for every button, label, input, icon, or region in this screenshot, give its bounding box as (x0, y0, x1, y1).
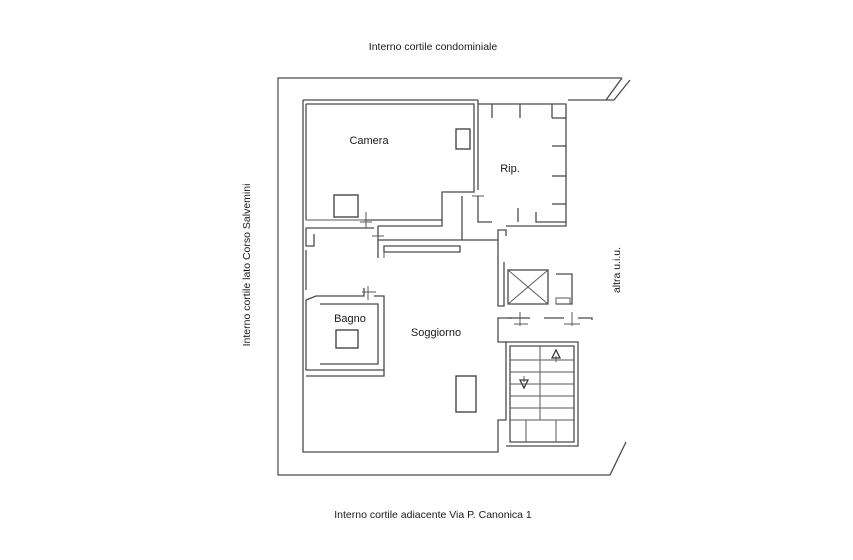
room-label-ripostiglio: Rip. (500, 163, 520, 175)
room-label-bagno: Bagno (334, 313, 366, 325)
label-right-unit: altra u.i.u. (611, 247, 623, 293)
room-label-camera: Camera (349, 135, 389, 147)
room-soggiorno: Soggiorno (306, 327, 477, 413)
bagno-fixture (335, 329, 359, 349)
camera-bed (333, 194, 359, 218)
room-camera: Camera (306, 128, 471, 228)
soggiorno-table (455, 375, 477, 413)
label-bottom-courtyard: Interno cortile adiacente Via P. Canonic… (334, 509, 532, 521)
room-bagno: Bagno (305, 286, 385, 371)
camera-fixture-top (455, 128, 471, 150)
label-top-courtyard: Interno cortile condominiale (369, 41, 498, 53)
room-label-soggiorno: Soggiorno (411, 327, 461, 339)
staircase (506, 312, 593, 447)
left-wall-band (305, 227, 374, 290)
label-left-courtyard: Interno cortile lato Corso Salvemini (241, 184, 253, 347)
room-ripostiglio: Rip. (472, 100, 567, 223)
exterior-walls (302, 99, 512, 453)
outer-boundary (277, 77, 631, 476)
elevator-shaft (507, 269, 573, 305)
hallway (372, 196, 567, 307)
